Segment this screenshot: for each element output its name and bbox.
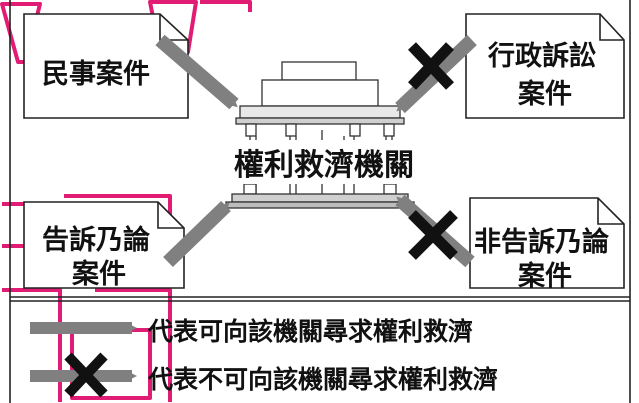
- noncomplaint-case-label-2: 案件: [518, 261, 572, 292]
- legend-cannot-label: 代表不可向該機關尋求權利救濟: [148, 365, 499, 394]
- complaint-box: [23, 201, 185, 289]
- admin-cross-icon: [408, 42, 454, 90]
- admin-case-label-1: 行政訴訟: [488, 41, 596, 72]
- institution-building: [225, 61, 415, 209]
- noncomplaint-box: [469, 197, 625, 289]
- legend-can-label: 代表可向該機關尋求權利救濟: [148, 317, 474, 346]
- civil-arrow: [155, 34, 239, 110]
- cross-marks: [408, 42, 458, 260]
- legend-graphics: [30, 322, 137, 398]
- civil-box: [23, 13, 189, 119]
- admin-case-label-2: 案件: [518, 79, 572, 110]
- civil-case-label: 民事案件: [42, 59, 150, 90]
- case-boxes: [23, 13, 625, 289]
- complaint-case-label-1: 告訴乃論: [42, 225, 150, 256]
- legend-cross-icon: [64, 352, 108, 398]
- complaint-case-label-2: 案件: [72, 259, 126, 290]
- noncomplaint-cross-icon: [408, 210, 458, 260]
- noncomplaint-case-label-1: 非告訴乃論: [474, 227, 609, 258]
- frame: [9, 0, 631, 403]
- institution-label: 權利救濟機關: [230, 140, 418, 184]
- complaint-arrow: [163, 200, 231, 268]
- admin-box: [465, 13, 625, 119]
